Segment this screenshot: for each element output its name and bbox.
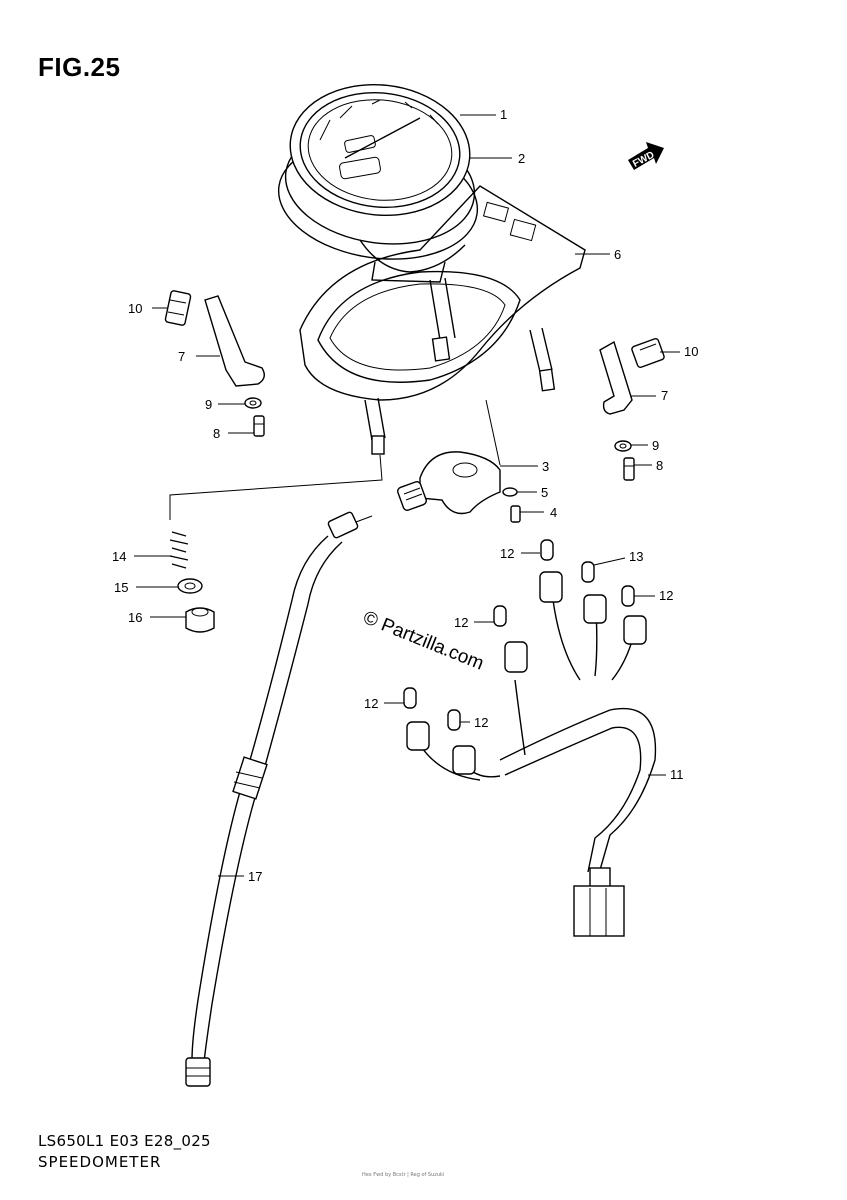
callout-12-c: 12 bbox=[454, 615, 468, 630]
callout-2: 2 bbox=[518, 151, 525, 166]
forward-arrow-icon: FWD bbox=[628, 142, 664, 170]
speedometer-assembly[interactable] bbox=[271, 76, 485, 362]
callout-12-b: 12 bbox=[659, 588, 673, 603]
callout-9-right: 9 bbox=[652, 438, 659, 453]
callout-12-a: 12 bbox=[500, 546, 514, 561]
callout-15: 15 bbox=[114, 580, 128, 595]
wiring-harness[interactable] bbox=[403, 539, 657, 937]
left-bracket-group[interactable] bbox=[164, 290, 265, 437]
section-name: SPEEDOMETER bbox=[38, 1153, 162, 1171]
fwd-label: FWD bbox=[631, 150, 656, 170]
callout-5: 5 bbox=[541, 485, 548, 500]
meter-housing[interactable] bbox=[299, 185, 586, 455]
callout-12-e: 12 bbox=[474, 715, 488, 730]
leader-lines bbox=[134, 114, 680, 877]
callout-11: 11 bbox=[670, 767, 684, 782]
callout-10-left: 10 bbox=[128, 301, 142, 316]
callout-3: 3 bbox=[542, 459, 549, 474]
callout-labels: 1 2 3 4 5 6 7 7 8 8 9 9 10 10 11 12 12 1… bbox=[112, 107, 698, 884]
callout-7-right: 7 bbox=[661, 388, 668, 403]
fine-print: Hex Fwd by Bcstr | Reg of Suzuki bbox=[362, 1172, 445, 1178]
spring-washer-seal[interactable] bbox=[169, 531, 215, 633]
speedometer-gearbox[interactable] bbox=[397, 399, 521, 523]
callout-7-left: 7 bbox=[178, 349, 185, 364]
callout-1: 1 bbox=[500, 107, 507, 122]
callout-17: 17 bbox=[248, 869, 262, 884]
callout-6: 6 bbox=[614, 247, 621, 262]
figure-title: FIG.25 bbox=[38, 52, 121, 82]
callout-13: 13 bbox=[629, 549, 643, 564]
callout-16: 16 bbox=[128, 610, 142, 625]
callout-12-d: 12 bbox=[364, 696, 378, 711]
right-bracket-group[interactable] bbox=[599, 338, 665, 481]
callout-14: 14 bbox=[112, 549, 126, 564]
model-code: LS650L1 E03 E28_025 bbox=[38, 1132, 211, 1150]
callout-9-left: 9 bbox=[205, 397, 212, 412]
callout-8-left: 8 bbox=[213, 426, 220, 441]
callout-10-right: 10 bbox=[684, 344, 698, 359]
speedometer-cable[interactable] bbox=[185, 511, 373, 1087]
callout-8-right: 8 bbox=[656, 458, 663, 473]
callout-4: 4 bbox=[550, 505, 557, 520]
